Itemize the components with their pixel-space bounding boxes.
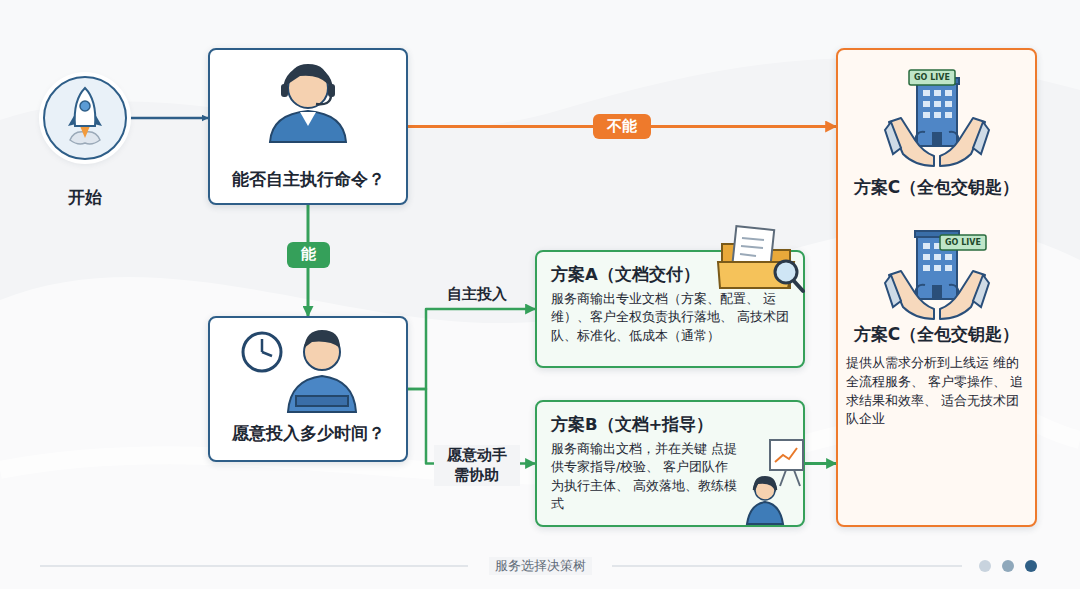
rocket-icon-part	[68, 114, 76, 126]
coach-presenter-icon-part	[754, 476, 777, 492]
rocket-icon	[68, 88, 102, 144]
support-agent-icon-part	[328, 84, 335, 97]
building-hands-icon-part	[885, 78, 989, 166]
time-person-icon-part	[304, 330, 340, 348]
connector-arrow	[127, 117, 208, 120]
building-hands-icon-part	[885, 231, 989, 319]
time-person-icon-part	[261, 339, 264, 352]
time-person-icon-part	[304, 334, 340, 370]
rocket-icon-part	[80, 101, 90, 111]
coach-presenter-icon-part	[775, 448, 797, 462]
coach-presenter-icon-part	[747, 502, 783, 524]
rocket-icon-part	[75, 88, 96, 126]
coach-presenter-icon-part	[770, 440, 803, 470]
document-folder-icon-part-part	[742, 238, 764, 240]
building-hands-icon	[885, 231, 989, 319]
caption-rule-part	[612, 566, 962, 567]
building-hands-icon-part	[909, 70, 955, 85]
building-hands-icon-part	[940, 235, 986, 250]
document-folder-icon-part	[740, 238, 764, 256]
rocket-icon-part	[80, 126, 90, 138]
page-dots	[979, 560, 1037, 572]
start-label: 开始	[43, 186, 127, 209]
option-title: 方案B（文档+指导）	[551, 414, 789, 436]
document-folder-icon-part	[732, 226, 774, 274]
rocket-icon-part	[70, 132, 100, 144]
question-text: 愿意投入多少时间？	[218, 422, 398, 445]
document-folder-icon-part-part	[741, 246, 763, 248]
document-folder-icon-part	[718, 262, 794, 288]
edge-label-pill: 能	[287, 242, 330, 268]
support-agent-icon-part	[281, 84, 288, 97]
caption-rule-part	[40, 566, 468, 567]
page-dots-part	[1002, 560, 1014, 572]
support-agent-icon-part	[270, 111, 346, 142]
decision-box: 愿意投入多少时间？	[208, 316, 408, 462]
coach-presenter-icon-part	[755, 480, 775, 500]
option-body: 服务商输出专业文档（方案、配置、 运维）、客户全权负责执行落地、 高技术团队、标…	[551, 290, 789, 344]
support-agent-icon-part	[300, 112, 316, 126]
page-dots-part	[979, 560, 991, 572]
sign-text: GO LIVE	[940, 235, 986, 250]
support-agent-icon-part	[288, 64, 328, 84]
start-circle	[43, 76, 127, 160]
support-agent-icon-part	[285, 67, 331, 90]
sign-text: GO LIVE	[909, 70, 955, 85]
result-panel: 方案C（全包交钥匙） 方案C（全包交钥匙） 提供从需求分析到上线运 维的全流程服务、…	[836, 48, 1037, 527]
document-folder-icon-part-part	[740, 254, 756, 256]
option-box: 方案B（文档+指导） 服务商输出文档，并在关键 点提供专家指导/校验、 客户团队作…	[535, 400, 805, 527]
coach-presenter-icon-part	[794, 470, 800, 486]
option-body: 提供从需求分析到上线运 维的全流程服务、 客户零操作、 追求结果和效率、 适合无…	[846, 354, 1027, 429]
option-box: 方案A（文档交付） 服务商输出专业文档（方案、配置、 运维）、客户全权负责执行落地…	[535, 250, 805, 368]
time-person-icon-part	[243, 333, 281, 371]
document-folder-icon-part	[775, 261, 797, 283]
question-text: 能否自主执行命令？	[218, 168, 398, 191]
connector-arrow	[805, 462, 836, 465]
coach-presenter-icon	[747, 440, 803, 524]
support-agent-icon-part	[316, 96, 331, 104]
decision-box: 能否自主执行命令？	[208, 48, 408, 205]
edge-label-pill: 不能	[593, 114, 651, 140]
option-body: 服务商输出文档，并在关键 点提供专家指导/校验、 客户团队作为执行主体、 高效落…	[551, 440, 739, 513]
time-person-icon-part	[262, 352, 272, 356]
time-person-icon-part	[288, 376, 356, 412]
coach-presenter-icon-part	[754, 479, 776, 490]
document-folder-icon-part	[793, 280, 803, 291]
document-folder-icon-part	[722, 244, 790, 288]
document-folder-icon	[718, 226, 803, 291]
support-agent-icon	[270, 64, 346, 142]
time-person-icon	[243, 330, 356, 412]
page-dots-part	[1025, 560, 1037, 572]
start-node: 开始	[43, 76, 127, 209]
rocket-icon-part	[94, 114, 102, 126]
building-hands-icon	[885, 70, 989, 166]
edge-label: 愿意动手 需协助	[434, 445, 520, 486]
support-agent-icon-part	[288, 68, 328, 108]
caption: 服务选择决策树	[489, 557, 592, 575]
option-title: 方案C（全包交钥匙）	[846, 176, 1027, 199]
edge-label: 自主投入	[444, 284, 510, 306]
option-title: 方案C（全包交钥匙）	[846, 323, 1027, 346]
connector-arrow	[408, 309, 535, 389]
option-title: 方案A（文档交付）	[551, 264, 789, 286]
time-person-icon-part	[296, 396, 348, 406]
coach-presenter-icon-part	[780, 470, 786, 486]
